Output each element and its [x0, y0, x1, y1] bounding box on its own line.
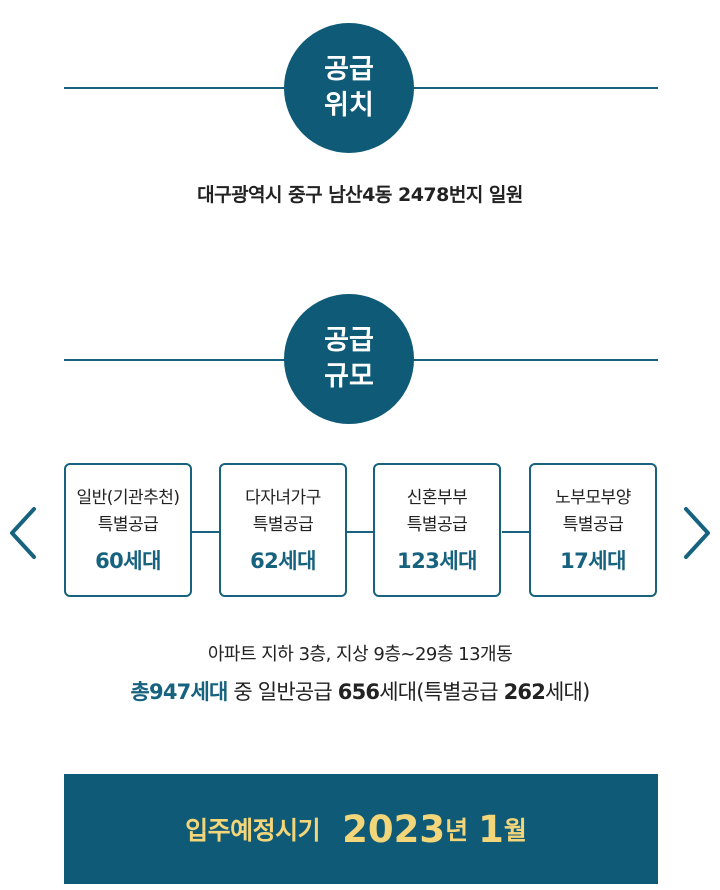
card-count: 62세대: [250, 549, 316, 573]
total-households: 총947세대: [130, 680, 229, 704]
summary-middle-text: 중 일반공급: [227, 680, 338, 704]
location-badge-line2: 위치: [324, 90, 374, 121]
movein-month: 1: [478, 807, 504, 851]
movein-label: 입주예정시기: [185, 816, 321, 845]
card-connector: [346, 531, 374, 533]
supply-card-general-institution: 일반(기관추천) 특별공급 60세대: [64, 463, 192, 597]
building-info: 아파트 지하 3층, 지상 9층~29층 13개동: [207, 644, 513, 665]
card-connector: [192, 531, 220, 533]
movein-year: 2023: [342, 807, 446, 851]
card-label-line1: 다자녀가구: [245, 488, 321, 508]
card-label-line2: 특별공급: [406, 515, 468, 535]
summary-end-text: 세대): [545, 680, 590, 704]
supply-card-newlywed: 신혼부부 특별공급 123세대: [373, 463, 501, 597]
card-label-line1: 노부모부양: [555, 488, 631, 508]
household-summary: 총947세대 중 일반공급 656세대(특별공급 262세대): [0, 676, 720, 706]
scale-badge: 공급 규모: [284, 294, 414, 424]
chevron-right-icon: [684, 507, 710, 559]
card-label-line1: 신혼부부: [406, 488, 468, 508]
location-badge: 공급 위치: [284, 23, 414, 153]
card-label-line2: 특별공급: [562, 515, 624, 535]
supply-card-multi-child: 다자녀가구 특별공급 62세대: [219, 463, 347, 597]
card-count: 123세대: [397, 549, 477, 573]
movein-month-unit: 월: [503, 816, 527, 845]
general-supply-count: 656: [337, 680, 380, 704]
summary-unit-text: 세대(특별공급: [379, 680, 504, 704]
card-label-line2: 특별공급: [97, 515, 159, 535]
supply-address: 대구광역시 중구 남산4동 2478번지 일원: [197, 184, 523, 206]
next-arrow-button[interactable]: [680, 505, 714, 561]
scale-badge-line1: 공급: [324, 325, 374, 356]
card-label-line2: 특별공급: [252, 515, 314, 535]
chevron-left-icon: [10, 507, 36, 559]
card-count: 60세대: [95, 549, 161, 573]
card-label-line1: 일반(기관추천): [76, 488, 180, 508]
card-connector: [502, 531, 530, 533]
supply-card-elderly-parent: 노부모부양 특별공급 17세대: [529, 463, 657, 597]
location-badge-line1: 공급: [324, 54, 374, 85]
movein-year-unit: 년: [445, 816, 469, 845]
special-supply-count: 262: [503, 680, 546, 704]
card-count: 17세대: [560, 549, 626, 573]
scale-badge-line2: 규모: [324, 361, 374, 392]
movein-banner: 입주예정시기 2023 년 1 월: [64, 774, 658, 884]
prev-arrow-button[interactable]: [6, 505, 40, 561]
